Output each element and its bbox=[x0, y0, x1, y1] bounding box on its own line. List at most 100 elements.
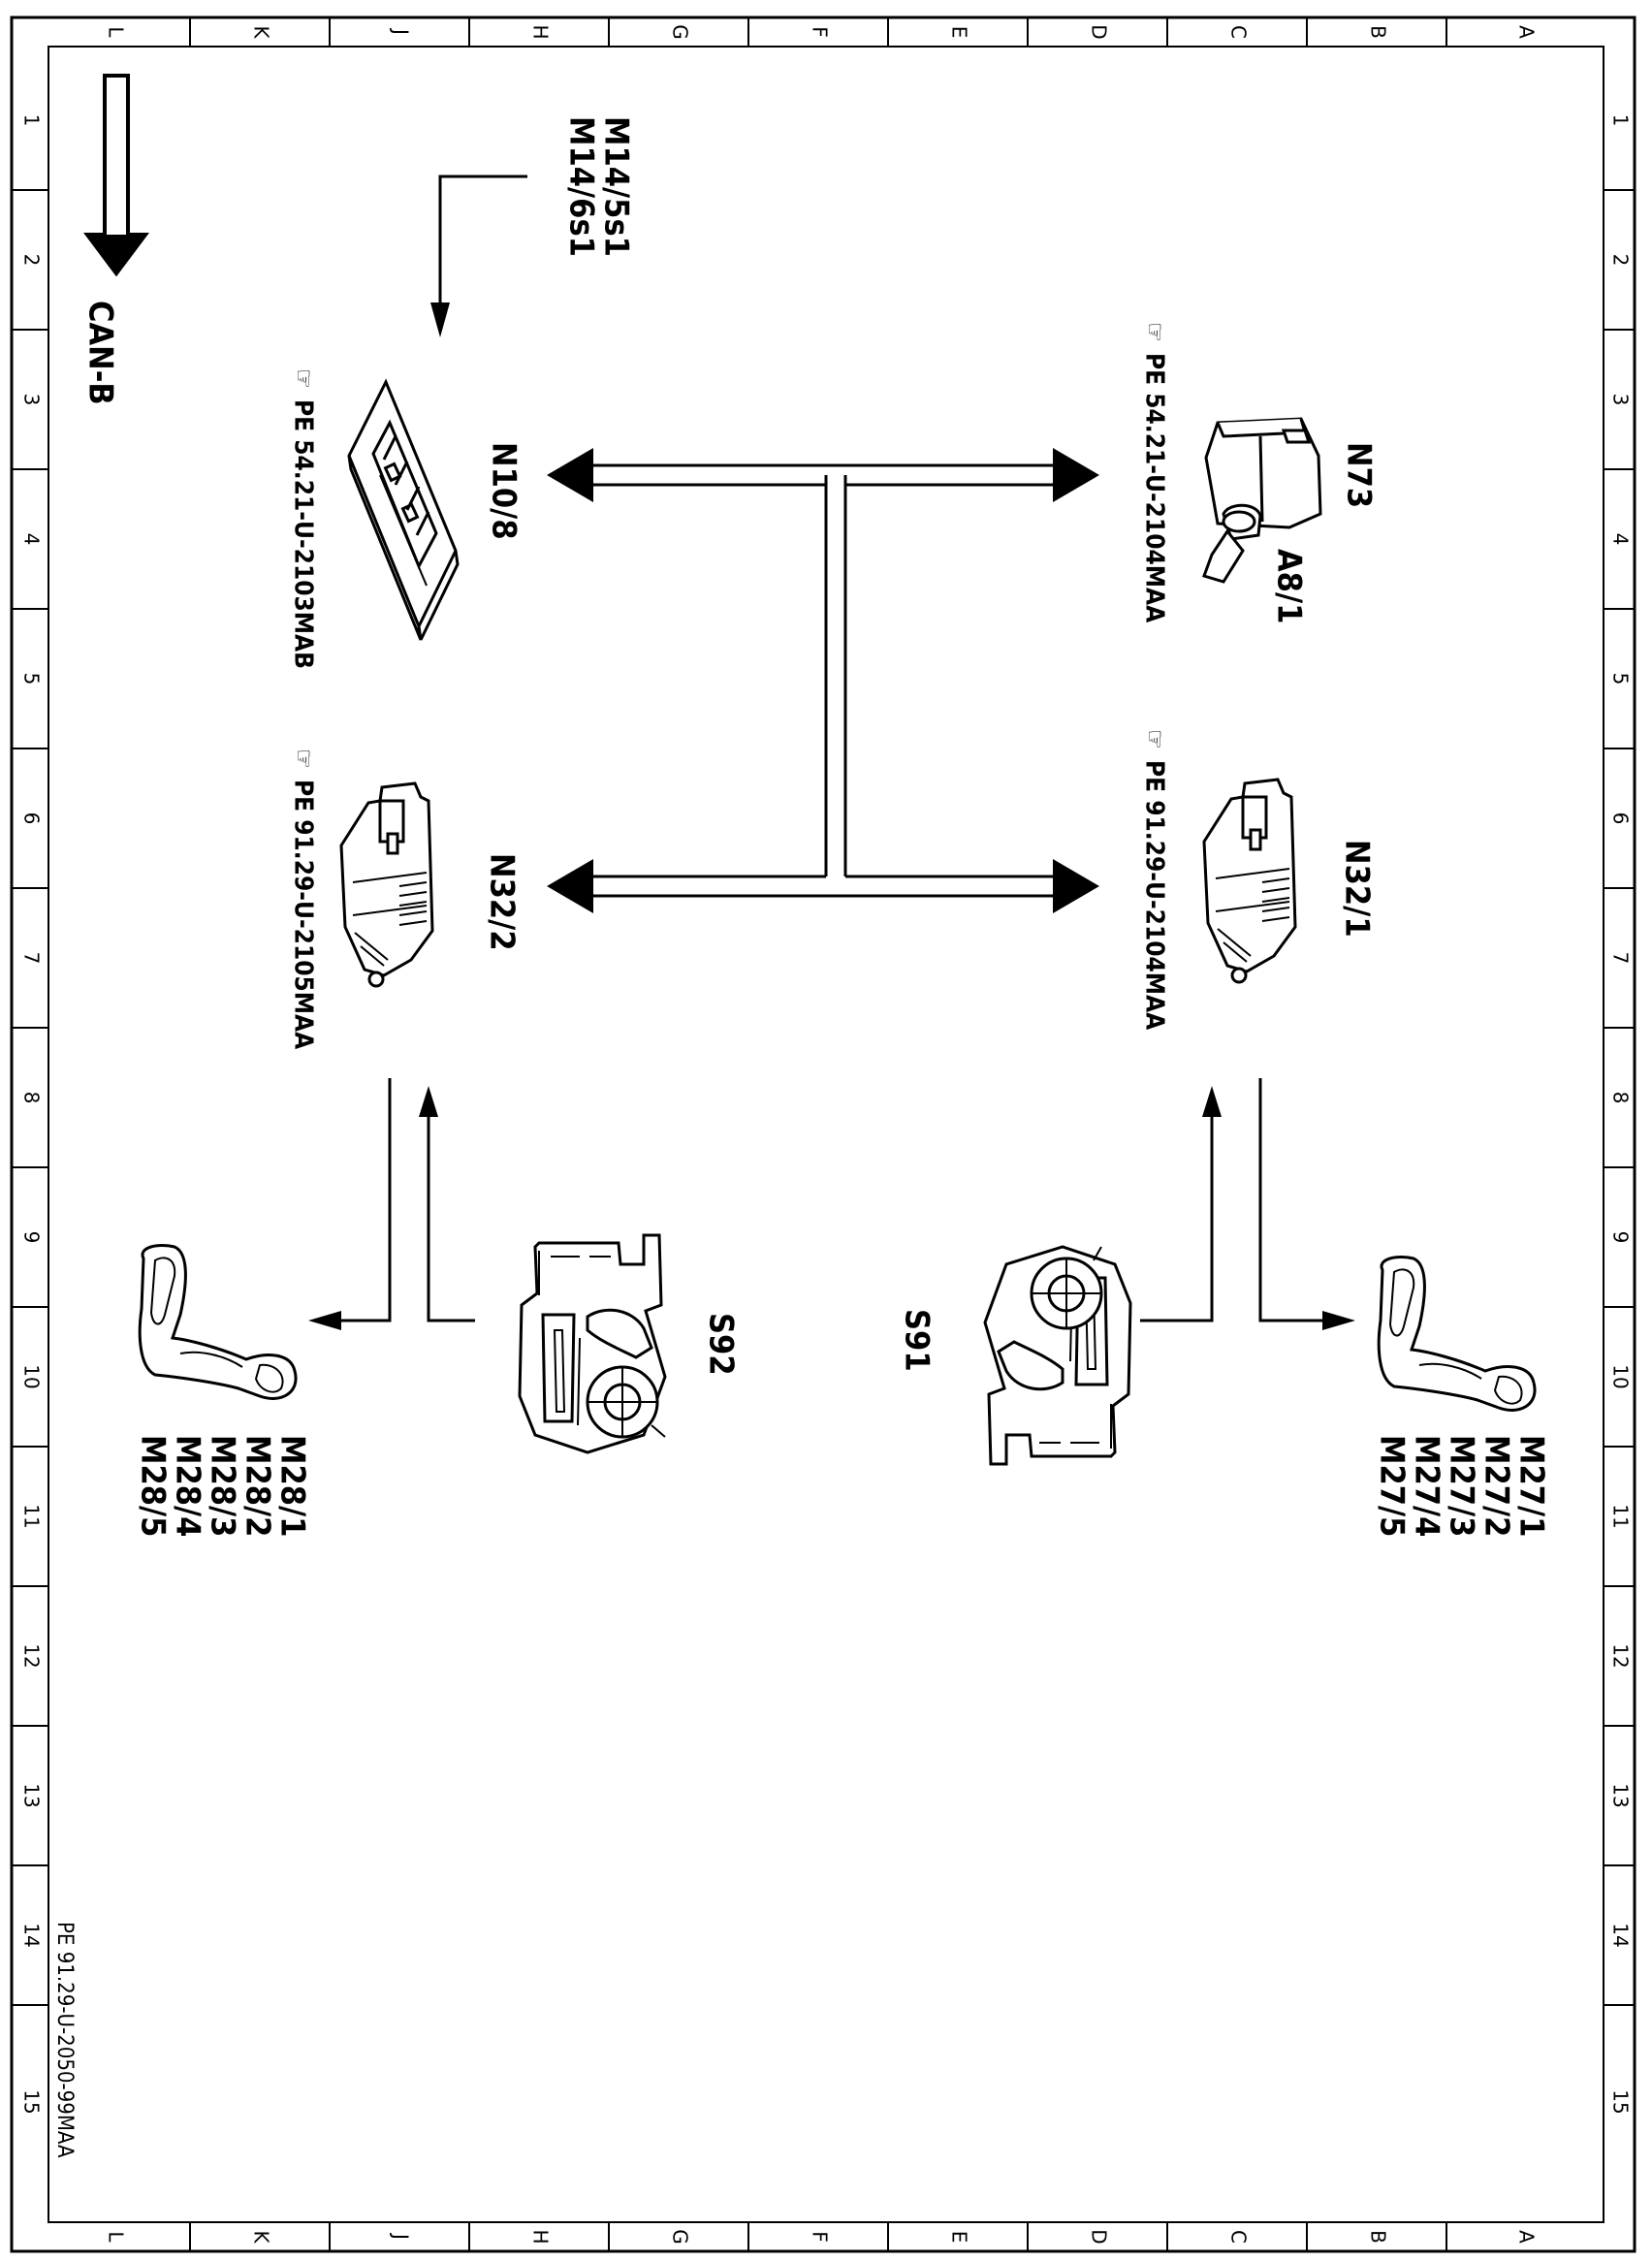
n32-1-label: N32/1 bbox=[1338, 840, 1377, 938]
row-number-right: 11 bbox=[1609, 1504, 1633, 1528]
m28-component: M28/1 M28/2 M28/3 M28/4 M28/5 bbox=[134, 1244, 312, 1537]
row-number-left: 11 bbox=[20, 1504, 44, 1528]
m28-seat-icon bbox=[138, 1244, 298, 1400]
m14-arrowhead bbox=[430, 303, 450, 337]
can-bus-lines bbox=[591, 463, 1055, 898]
col-letter-top: D bbox=[1088, 24, 1111, 39]
col-letter-top: A bbox=[1515, 25, 1539, 39]
m27-seat-icon bbox=[1377, 1256, 1537, 1412]
row-number-left: 8 bbox=[20, 1092, 44, 1104]
row-number-left: 7 bbox=[20, 952, 44, 965]
col-letter-bottom: L bbox=[105, 2231, 128, 2243]
n73-ignition-switch-icon bbox=[1202, 417, 1322, 584]
can-b-label: CAN-B bbox=[81, 301, 120, 405]
m27-label-5: M27/5 bbox=[1373, 1435, 1412, 1537]
col-letter-bottom: F bbox=[809, 2231, 832, 2243]
col-letter-bottom: C bbox=[1227, 2230, 1251, 2244]
n73-ref-icon: ☞ bbox=[1140, 322, 1169, 342]
n73-label: N73 bbox=[1340, 442, 1379, 508]
row-number-right: 12 bbox=[1609, 1643, 1633, 1668]
arrowhead-n10-8 bbox=[547, 448, 593, 502]
col-letter-top: H bbox=[529, 24, 553, 39]
m28-label-3: M28/3 bbox=[204, 1435, 242, 1537]
m27-component: M27/1 M27/2 M27/3 M27/4 M27/5 bbox=[1373, 1256, 1551, 1537]
col-letter-bottom: J bbox=[390, 2232, 413, 2240]
m28-label-4: M28/4 bbox=[169, 1435, 207, 1537]
s92-label: S92 bbox=[702, 1313, 741, 1376]
n10-8-ref: PE 54.21-U-2103MAB bbox=[289, 399, 318, 669]
document-number: PE 91.29-U-2050-99MAA bbox=[52, 1922, 77, 2158]
frame-row-ticks bbox=[12, 189, 1635, 2006]
col-letter-top: J bbox=[390, 27, 413, 35]
row-number-left: 14 bbox=[20, 1923, 44, 1947]
n32-2-ref-icon: ☞ bbox=[289, 748, 318, 769]
col-letter-top: K bbox=[250, 25, 273, 39]
frame-column-letters: L K J H G F E D C B A L K J H G F E D C … bbox=[105, 24, 1539, 2245]
left-signal-lines bbox=[330, 1078, 475, 1322]
arrowhead-to-n32-1 bbox=[1202, 1086, 1222, 1117]
drawing-frame bbox=[10, 16, 1636, 2253]
n32-1-ref: PE 91.29-U-2104MAA bbox=[1140, 760, 1169, 1030]
m14-group: M14/5s1 M14/6s1 bbox=[430, 116, 636, 337]
row-number-right: 2 bbox=[1609, 254, 1633, 267]
n10-8-module-icon bbox=[347, 378, 460, 641]
right-signal-lines bbox=[1140, 1078, 1324, 1322]
col-letter-top: L bbox=[105, 26, 128, 38]
row-number-right: 13 bbox=[1609, 1783, 1633, 1807]
col-letter-bottom: K bbox=[250, 2230, 273, 2244]
m28-label-2: M28/2 bbox=[238, 1435, 277, 1537]
row-number-left: 6 bbox=[20, 812, 44, 825]
m14-arrow-line bbox=[438, 175, 527, 320]
col-letter-bottom: B bbox=[1367, 2230, 1390, 2244]
s91-label: S91 bbox=[898, 1309, 937, 1372]
n10-8-ref-icon: ☞ bbox=[289, 368, 318, 389]
col-letter-top: B bbox=[1367, 25, 1390, 39]
row-number-right: 5 bbox=[1609, 673, 1633, 685]
row-number-left: 4 bbox=[20, 533, 44, 546]
row-number-right: 6 bbox=[1609, 812, 1633, 825]
m27-label-2: M27/2 bbox=[1477, 1435, 1516, 1537]
s91-seat-switch-icon bbox=[983, 1245, 1132, 1466]
right-signal-arrowheads bbox=[1202, 1086, 1355, 1330]
col-letter-top: E bbox=[948, 26, 971, 39]
left-signal-arrowheads bbox=[308, 1086, 438, 1330]
arrowhead-n32-1 bbox=[1053, 859, 1099, 913]
n32-1-ref-icon: ☞ bbox=[1140, 729, 1169, 749]
row-number-right: 7 bbox=[1609, 952, 1633, 965]
n10-8-label: N10/8 bbox=[485, 442, 524, 540]
s91-component: S91 bbox=[898, 1245, 1132, 1466]
m27-label-1: M27/1 bbox=[1512, 1435, 1551, 1537]
arrowhead-to-n32-2 bbox=[419, 1086, 438, 1117]
row-number-right: 8 bbox=[1609, 1092, 1633, 1104]
arrowhead-to-m28 bbox=[308, 1311, 341, 1330]
n32-1-component: N32/1 ☞ PE 91.29-U-2104MAA bbox=[1140, 729, 1377, 1030]
row-number-left: 2 bbox=[20, 254, 44, 267]
col-letter-top: G bbox=[669, 24, 692, 40]
arrowhead-n32-2 bbox=[547, 859, 593, 913]
arrowhead-n73 bbox=[1053, 448, 1099, 502]
row-number-right: 10 bbox=[1609, 1364, 1633, 1388]
col-letter-bottom: H bbox=[529, 2229, 553, 2244]
arrowhead-to-m27 bbox=[1322, 1311, 1355, 1330]
row-number-right: 9 bbox=[1609, 1231, 1633, 1244]
col-letter-bottom: A bbox=[1515, 2230, 1539, 2244]
row-number-right: 14 bbox=[1609, 1923, 1633, 1947]
row-number-left: 5 bbox=[20, 673, 44, 685]
n73-ref: PE 54.21-U-2104MAA bbox=[1140, 353, 1169, 622]
row-number-right: 3 bbox=[1609, 394, 1633, 406]
col-letter-top: F bbox=[809, 26, 832, 38]
m28-label-1: M28/1 bbox=[273, 1435, 312, 1537]
row-number-right: 15 bbox=[1609, 2089, 1633, 2114]
row-number-left: 1 bbox=[20, 114, 44, 127]
col-letter-bottom: D bbox=[1088, 2229, 1111, 2244]
n32-1-control-unit-icon bbox=[1202, 778, 1297, 984]
col-letter-top: C bbox=[1227, 25, 1251, 39]
row-number-left: 3 bbox=[20, 394, 44, 406]
frame-row-numbers: 1 2 3 4 5 6 7 8 9 10 11 12 13 14 15 1 2 … bbox=[20, 114, 1633, 2115]
row-number-right: 1 bbox=[1609, 114, 1633, 127]
row-number-right: 4 bbox=[1609, 533, 1633, 546]
s92-seat-switch-icon bbox=[518, 1233, 667, 1454]
a8-1-label: A8/1 bbox=[1270, 549, 1309, 623]
m14-label-1: M14/5s1 bbox=[597, 116, 636, 257]
